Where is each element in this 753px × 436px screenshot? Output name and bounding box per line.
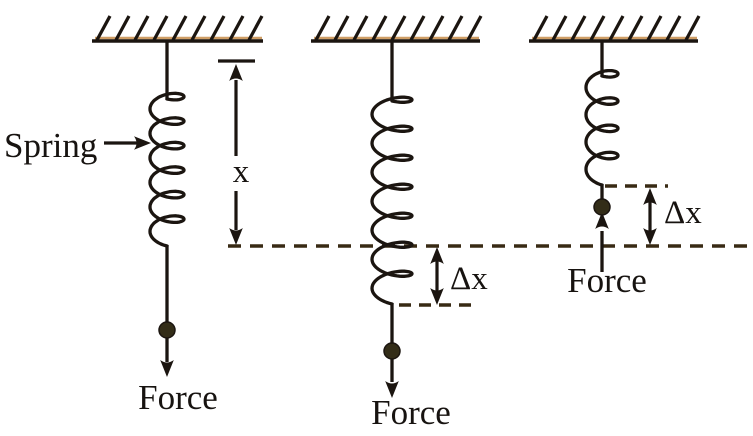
ceiling-hatch-stroke: [551, 15, 568, 41]
dx-arrowhead-middle-bottom: [430, 288, 444, 305]
ceiling-right: [529, 15, 701, 43]
spring-pointer-arrowhead: [134, 136, 151, 150]
ceiling-hatch-stroke: [447, 15, 464, 41]
ceiling-hatch-stroke: [646, 15, 663, 41]
x-dimension-arrowhead-bottom: [229, 228, 243, 245]
spring-wires: [165, 41, 604, 382]
ceiling-hatch-stroke: [608, 15, 625, 41]
ceiling-hatch-stroke: [152, 15, 169, 41]
ceiling-hatch-stroke: [570, 15, 587, 41]
spring-coil-left: [148, 91, 186, 248]
dx-arrowhead-right-top: [643, 188, 657, 205]
ceiling-hatch-stroke: [171, 15, 188, 41]
arrowheads: [134, 64, 657, 398]
dx-arrowhead-middle-top: [430, 247, 444, 264]
x-dimension: [218, 59, 255, 230]
ceiling-middle: [311, 15, 483, 43]
ceiling-hatch-stroke: [627, 15, 644, 41]
ceiling-hatch-stroke: [684, 15, 701, 41]
force-arrowhead-right: [595, 212, 609, 229]
force-dot-left: [158, 321, 176, 339]
ceiling-hatch-stroke: [409, 15, 426, 41]
ceiling-hatch-stroke: [390, 15, 407, 41]
ceiling-hatch-stroke: [466, 15, 483, 41]
force-arrowhead-middle: [385, 381, 399, 398]
spring-label: Spring: [4, 126, 97, 165]
x-label: x: [233, 154, 250, 190]
force-arrowhead-left: [160, 360, 174, 377]
spring-coil-middle: [370, 95, 414, 306]
ceiling-hatch-stroke: [228, 15, 245, 41]
ceiling-hatch-stroke: [314, 15, 331, 41]
ceiling-hatch-stroke: [209, 15, 226, 41]
dx-label-right: Δx: [664, 195, 702, 231]
spring-coil-right: [584, 68, 620, 187]
force-label-left: Force: [138, 378, 218, 417]
dx-label-middle: Δx: [450, 261, 488, 297]
force-label-middle: Force: [371, 393, 451, 432]
ceiling-hatch-stroke: [665, 15, 682, 41]
ceiling-hatch-stroke: [352, 15, 369, 41]
ceiling-hatch-stroke: [190, 15, 207, 41]
ceiling-hatch-stroke: [247, 15, 264, 41]
ceiling-hatch-stroke: [95, 15, 112, 41]
ceiling-hatch-stroke: [589, 15, 606, 41]
ceiling-hatch-stroke: [428, 15, 445, 41]
force-dot-right: [593, 198, 611, 216]
ceiling-hatch-stroke: [133, 15, 150, 41]
ceiling-hatch-stroke: [532, 15, 549, 41]
dx-arrowhead-right-bottom: [643, 228, 657, 245]
force-dot-middle: [383, 342, 401, 360]
ceiling-hatch-stroke: [371, 15, 388, 41]
ceiling-hatch-stroke: [114, 15, 131, 41]
ceiling-left: [92, 15, 264, 43]
force-label-right: Force: [567, 261, 647, 300]
x-dimension-arrowhead-top: [229, 64, 243, 81]
ceiling-hatch-stroke: [333, 15, 350, 41]
